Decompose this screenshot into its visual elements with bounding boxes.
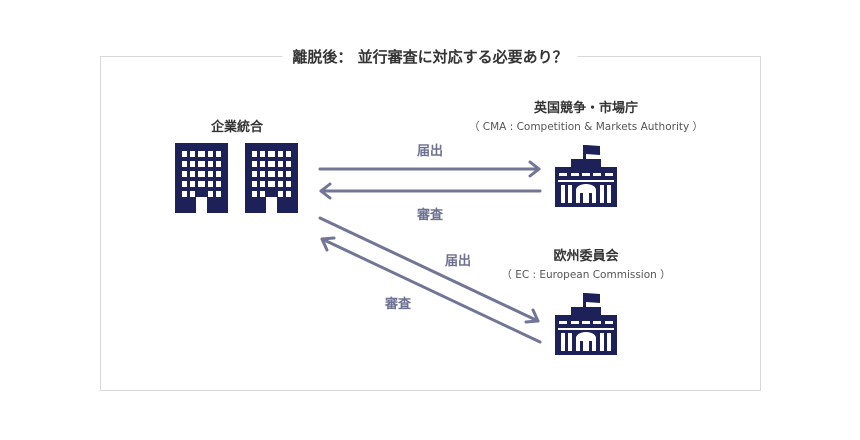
review-cma-label: 審査 xyxy=(416,208,444,223)
arrow-review-cma xyxy=(319,182,542,200)
cma-government-building-icon xyxy=(555,145,617,207)
arrow-review-ec xyxy=(320,236,542,344)
notify-cma-label: 届出 xyxy=(416,144,444,159)
company-merger-label: 企業統合 xyxy=(210,120,264,135)
arrow-notify-ec xyxy=(318,216,540,324)
cma-name: 英国競争・市場庁 xyxy=(533,101,639,116)
notify-ec-label: 届出 xyxy=(444,254,472,269)
company-building-icon xyxy=(175,143,228,213)
ec-government-building-icon xyxy=(555,293,617,355)
arrow-notify-cma xyxy=(318,160,541,178)
review-ec-label: 審査 xyxy=(384,297,412,312)
company-building-icon xyxy=(245,143,298,213)
cma-subtitle: （ CMA : Competition & Markets Authority … xyxy=(468,121,704,133)
diagram-title: 離脱後： 並行審査に対応する必要あり？ xyxy=(282,46,578,67)
ec-name: 欧州委員会 xyxy=(553,249,619,264)
ec-subtitle: （ EC : European Commission ） xyxy=(501,269,671,281)
